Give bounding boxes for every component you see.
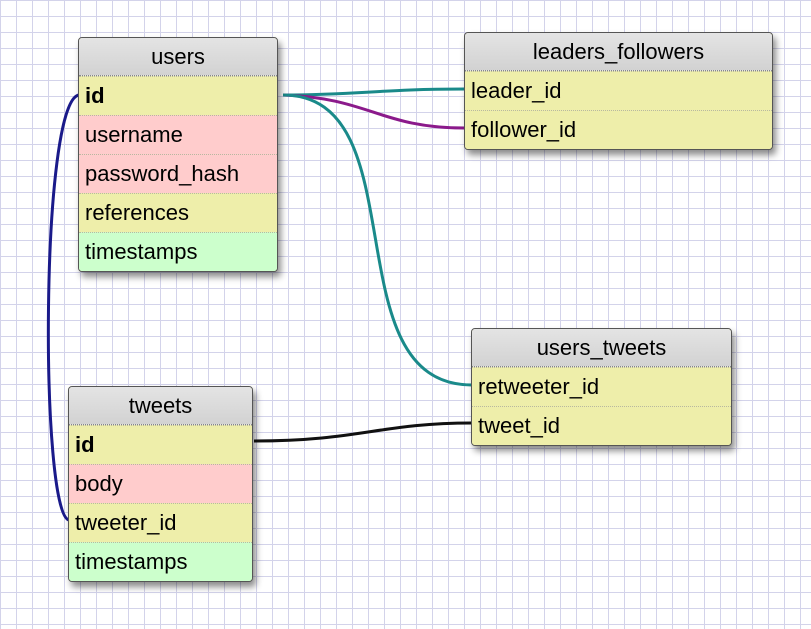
table-title: users xyxy=(79,38,277,76)
relation-users-id-to-retweeter-id[interactable] xyxy=(282,93,473,387)
table-users-tweets[interactable]: users_tweets retweeter_id tweet_id xyxy=(471,328,732,446)
table-leaders-followers[interactable]: leaders_followers leader_id follower_id xyxy=(464,32,773,150)
relation-tweets-id-to-tweet-id[interactable] xyxy=(253,421,473,443)
field-id[interactable]: id xyxy=(79,76,277,115)
table-tweets[interactable]: tweets id body tweeter_id timestamps xyxy=(68,386,253,582)
field-tweet-id[interactable]: tweet_id xyxy=(472,406,731,445)
field-follower-id[interactable]: follower_id xyxy=(465,110,772,149)
field-body[interactable]: body xyxy=(69,464,252,503)
field-timestamps[interactable]: timestamps xyxy=(79,232,277,271)
table-title: tweets xyxy=(69,387,252,425)
field-username[interactable]: username xyxy=(79,115,277,154)
relation-users-id-to-tweeter-id[interactable] xyxy=(46,93,80,522)
relation-users-id-to-leader-id[interactable] xyxy=(282,87,466,97)
table-title: leaders_followers xyxy=(465,33,772,71)
relation-users-id-to-follower-id[interactable] xyxy=(282,93,466,130)
field-tweeter-id[interactable]: tweeter_id xyxy=(69,503,252,542)
field-leader-id[interactable]: leader_id xyxy=(465,71,772,110)
field-password-hash[interactable]: password_hash xyxy=(79,154,277,193)
field-retweeter-id[interactable]: retweeter_id xyxy=(472,367,731,406)
field-references[interactable]: references xyxy=(79,193,277,232)
field-id[interactable]: id xyxy=(69,425,252,464)
table-title: users_tweets xyxy=(472,329,731,367)
table-users[interactable]: users id username password_hash referenc… xyxy=(78,37,278,272)
field-timestamps[interactable]: timestamps xyxy=(69,542,252,581)
